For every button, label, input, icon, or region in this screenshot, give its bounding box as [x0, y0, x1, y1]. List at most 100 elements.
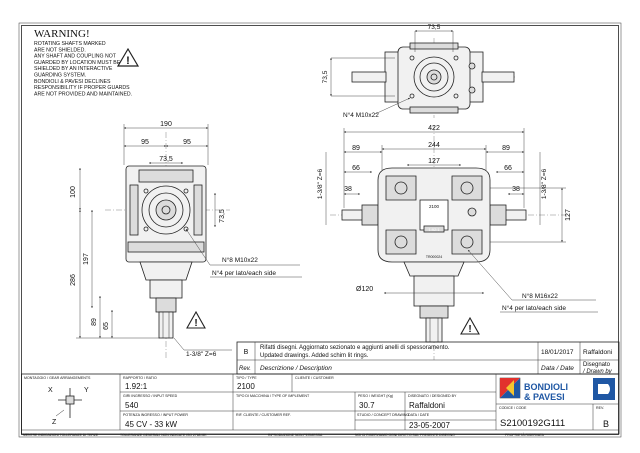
- front-dim-89-left: 89: [352, 145, 360, 152]
- footer-note-2: TOLLERANZE GENERALI NON INDICATE ISO 276…: [120, 433, 207, 437]
- side-dim-95-left: 95: [141, 139, 149, 146]
- footer-note-4: NOI CI RISERVIAMO OGNI DIRITTO SUL PRESE…: [355, 433, 455, 437]
- front-dim-diameter: Ø120: [356, 286, 373, 293]
- weight-value: 30.7: [359, 401, 375, 410]
- svg-text:!: !: [194, 318, 197, 329]
- speed-value: 540: [125, 401, 139, 410]
- weight-label: PESO / WEIGHT (Kg): [358, 394, 393, 398]
- ratio-value: 1.92:1: [125, 382, 148, 391]
- side-view: 190 95 95 73,5 73,5 100 197 286 89 65 1-…: [70, 121, 302, 360]
- revision-desc-en: Updated drawings. Added schim lit rings.: [260, 353, 369, 359]
- rev-label: REV.: [596, 406, 604, 410]
- sheet-outer-border: [18, 22, 622, 438]
- date-label: DATA / DATE: [408, 413, 430, 417]
- side-holes-note-1: N°8 M10x22: [222, 256, 258, 264]
- revision-author: Raffaldoni: [583, 349, 612, 356]
- revision-desc-it: Rifatti disegni. Aggiornato sezionato e …: [260, 345, 450, 351]
- machine-label: TIPO DI MACCHINA / TYPE OF IMPLEMENT: [236, 394, 310, 398]
- axis-z-label: Z: [52, 419, 57, 426]
- client-ref-label: RIF. CLIENTE / CUSTOMER REF.: [236, 413, 291, 417]
- warning-line: ARE NOT PROVIDED AND MAINTAINED.: [34, 91, 132, 97]
- front-holes-note-1: N°8 M16x22: [522, 292, 558, 300]
- side-warning-triangle-icon: !: [186, 310, 206, 329]
- footer-note-1: MENTRE INDICAZIONI TOLLERANZE DI TERZE: [23, 433, 99, 437]
- top-holes-note: N°4 M10x22: [343, 111, 379, 119]
- rev-value: B: [603, 419, 609, 429]
- front-dim-38-right: 38: [512, 186, 520, 193]
- front-holes-note-2: N°4 per lato/each side: [502, 304, 566, 312]
- mounting-label: MONTAGGIO / GEAR ARRANGEMENTS: [24, 376, 91, 380]
- front-spline-right: 1-3/8" Z=6: [541, 168, 548, 199]
- front-warning-triangle-icon: !: [460, 316, 480, 335]
- warning-triangle-icon: !: [116, 47, 140, 67]
- type-value: 2100: [237, 382, 255, 391]
- side-holes-note-2: N°4 per lato/each side: [212, 269, 276, 277]
- svg-text:!: !: [468, 324, 471, 335]
- nameplate-serial: TR000024: [426, 255, 442, 259]
- type-label: TIPO / TYPE: [236, 376, 257, 380]
- side-dim-197: 197: [83, 253, 90, 265]
- side-dim-65: 65: [103, 322, 110, 330]
- warning-line: GUARDED BY LOCATION MUST BE: [34, 60, 121, 66]
- footer-note-3: RIPRODUZIONE NON PERMESSA: [268, 433, 323, 437]
- revision-rev-header: Rev.: [239, 366, 251, 372]
- front-spline-left: 1-3/8" Z=6: [317, 168, 324, 199]
- designer-value: Raffaldoni: [409, 401, 445, 410]
- code-value: S2100192G111: [500, 418, 565, 429]
- front-dim-244: 244: [428, 142, 440, 149]
- side-dim-100: 100: [70, 186, 77, 198]
- revision-table: B Rifatti disegni. Aggiornato sezionato …: [236, 341, 620, 375]
- revision-drawn-header-1: Disegnato: [583, 362, 611, 368]
- front-dim-127-vertical: 127: [565, 209, 572, 221]
- nameplate-model: 2100: [429, 204, 440, 209]
- axis-y-label: Y: [84, 387, 89, 394]
- warning-line: ARE NOT SHIELDED.: [34, 47, 86, 53]
- revision-date: 18/01/2017: [541, 349, 574, 356]
- revision-drawn-header-2: / Drawn by: [582, 369, 613, 375]
- revision-date-header: Data / Date: [541, 365, 574, 372]
- study-label: STUDIO / CONCEPT DRAWING: [357, 413, 410, 417]
- side-dim-735-vertical: 73,5: [219, 209, 226, 223]
- side-dim-89: 89: [91, 318, 98, 326]
- front-dim-127: 127: [428, 158, 440, 165]
- brand-name-1: BONDIOLI: [524, 382, 568, 392]
- top-dim-height: 73,5: [322, 70, 329, 83]
- warning-line: BONDIOLI & PAVESI DECLINES: [34, 79, 111, 85]
- designer-label: DISEGNATO / DESIGNED BY: [408, 394, 457, 398]
- date-value: 23-05-2007: [409, 421, 450, 430]
- side-spline-note: 1-3/8" Z=6: [186, 351, 217, 358]
- side-dim-286: 286: [70, 274, 77, 286]
- axis-x-label: X: [48, 387, 53, 394]
- power-value: 45 CV - 33 kW: [125, 420, 177, 429]
- bondioli-pavesi-logo: BONDIOLI & PAVESI: [499, 377, 615, 402]
- revision-letter: B: [244, 349, 249, 356]
- svg-text:!: !: [126, 55, 130, 67]
- nameplate-ratio: 1:92:1: [428, 227, 440, 232]
- warning-line: GUARDING SYSTEM.: [34, 73, 86, 79]
- warning-line: SHIELDED BY AN INTERACTIVE: [34, 66, 113, 72]
- front-dim-66-left: 66: [352, 165, 360, 172]
- speed-label: GIRI INGRESSO / INPUT SPEED: [123, 394, 178, 398]
- footer-note-5: PROPRIETÀ RISERVATA: [505, 433, 545, 437]
- revision-desc-header: Descrizione / Description: [260, 365, 332, 372]
- side-dim-735: 73,5: [159, 156, 173, 163]
- front-dim-422: 422: [428, 125, 440, 132]
- warning-line: RESPONSIBILITY IF PROPER GUARDS: [34, 85, 130, 91]
- warning-line: ANY SHAFT AND COUPLING NOT: [34, 54, 117, 60]
- sheet-border: [21, 25, 619, 435]
- front-dim-38-left: 38: [344, 186, 352, 193]
- front-dim-89-right: 89: [502, 145, 510, 152]
- side-dim-overall: 190: [160, 121, 172, 128]
- brand-name-2: & PAVESI: [524, 392, 565, 402]
- power-label: POTENZA INGRESSO / INPUT POWER: [123, 413, 188, 417]
- top-view: 73,5 73,5 N°4 M10x22: [322, 24, 515, 119]
- side-dim-95-right: 95: [183, 139, 191, 146]
- code-label: CODICE / CODE: [499, 406, 527, 410]
- warning-title: WARNING!: [34, 28, 90, 40]
- front-dim-66-right: 66: [504, 165, 512, 172]
- warning-line: ROTATING SHAFTS MARKED: [34, 41, 106, 47]
- top-dim-width: 73,5: [428, 24, 441, 31]
- client-label: CLIENTE / CUSTOMER: [295, 376, 334, 380]
